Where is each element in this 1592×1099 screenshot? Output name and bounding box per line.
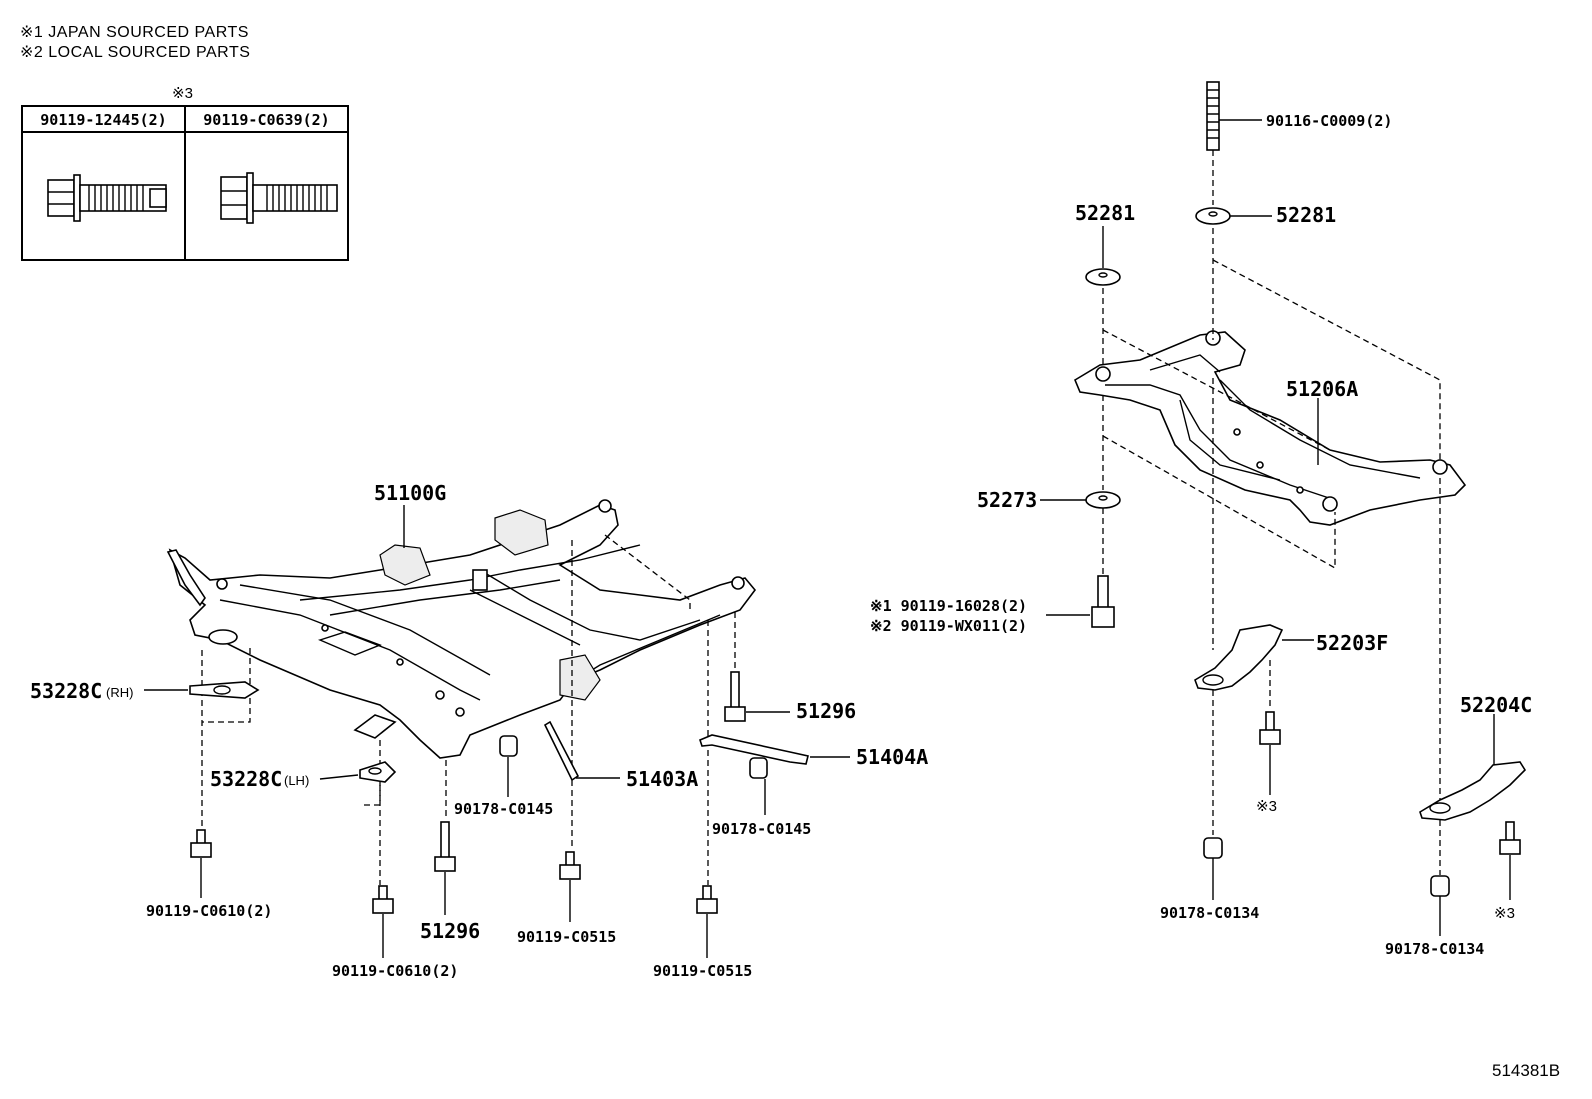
bolt-table: 90119-12445(2) 90119-C0639(2) (21, 105, 349, 261)
bolt-table-divider (184, 107, 186, 259)
bolt-c0639-icon (220, 172, 338, 224)
label-51296-a: 51296 (796, 699, 856, 723)
note-local-sourced: ※2 LOCAL SOURCED PARTS (20, 44, 251, 61)
bolt-table-header-2: 90119-C0639(2) (186, 107, 347, 133)
label-90119-c0610-b: 90119-C0610(2) (332, 962, 458, 980)
bolt-51296-a-icon (724, 671, 746, 722)
nut-c0145-a-icon (499, 735, 518, 757)
label-90119-16028: ※1 90119-16028(2) (870, 597, 1027, 615)
label-90178-c0134-a: 90178-C0134 (1160, 904, 1259, 922)
label-ref3-a: ※3 (1256, 798, 1277, 815)
label-90119-c0515-a: 90119-C0515 (517, 928, 616, 946)
label-90119-c0610-a: 90119-C0610(2) (146, 902, 272, 920)
label-90116-c0009: 90116-C0009(2) (1266, 112, 1392, 130)
bolt-table-illustrations (47, 172, 338, 224)
bolt-ref3-a-icon (1259, 711, 1281, 745)
nut-c0145-b-icon (749, 757, 768, 779)
label-52281-left: 52281 (1075, 201, 1135, 225)
bolt-16028-icon (1091, 575, 1115, 628)
rear-subframe-drawing (1073, 330, 1467, 526)
brace-51403a-icon (543, 720, 580, 782)
bolt-c0515-a-icon (559, 851, 581, 880)
label-90178-c0145-b: 90178-C0145 (712, 820, 811, 838)
label-51296-b: 51296 (420, 919, 480, 943)
label-53228c-lh: 53228C (210, 767, 282, 791)
brace-51404a-icon (699, 734, 809, 765)
label-51403a: 51403A (626, 767, 698, 791)
label-90178-c0145-a: 90178-C0145 (454, 800, 553, 818)
bolt-12445-icon (47, 174, 167, 222)
label-ref3-b: ※3 (1494, 905, 1515, 922)
stud-c0009-icon (1206, 81, 1220, 151)
label-90119-wx011: ※2 90119-WX011(2) (870, 617, 1027, 635)
label-53228c-lh-side: (LH) (284, 773, 309, 788)
label-90119-c0515-b: 90119-C0515 (653, 962, 752, 980)
label-51404a: 51404A (856, 745, 928, 769)
label-51100g: 51100G (374, 481, 446, 505)
bolt-c0610-a-icon (190, 829, 212, 858)
bolt-51296-b-icon (434, 821, 456, 872)
bracket-lh-icon (359, 761, 397, 783)
bolt-c0515-b-icon (696, 885, 718, 914)
nut-c0134-a-icon (1203, 837, 1223, 859)
label-90178-c0134-b: 90178-C0134 (1385, 940, 1484, 958)
arm-52204c-icon (1419, 761, 1527, 821)
bolt-c0610-b-icon (372, 885, 394, 914)
front-crossmember-drawing (166, 499, 757, 759)
note-japan-sourced: ※1 JAPAN SOURCED PARTS (20, 24, 249, 41)
nut-c0134-b-icon (1430, 875, 1450, 897)
label-53228c-rh-side: (RH) (106, 685, 133, 700)
label-51206a: 51206A (1286, 377, 1358, 401)
label-52203f: 52203F (1316, 631, 1388, 655)
label-52281-right: 52281 (1276, 203, 1336, 227)
label-52273: 52273 (977, 488, 1037, 512)
arm-52203f-icon (1194, 624, 1284, 691)
bolt-table-reference: ※3 (172, 85, 193, 102)
bolt-ref3-b-icon (1499, 821, 1521, 855)
label-53228c-rh: 53228C (30, 679, 102, 703)
label-52204c: 52204C (1460, 693, 1532, 717)
diagram-id: 514381B (1492, 1061, 1560, 1080)
bracket-rh-icon (189, 681, 260, 699)
